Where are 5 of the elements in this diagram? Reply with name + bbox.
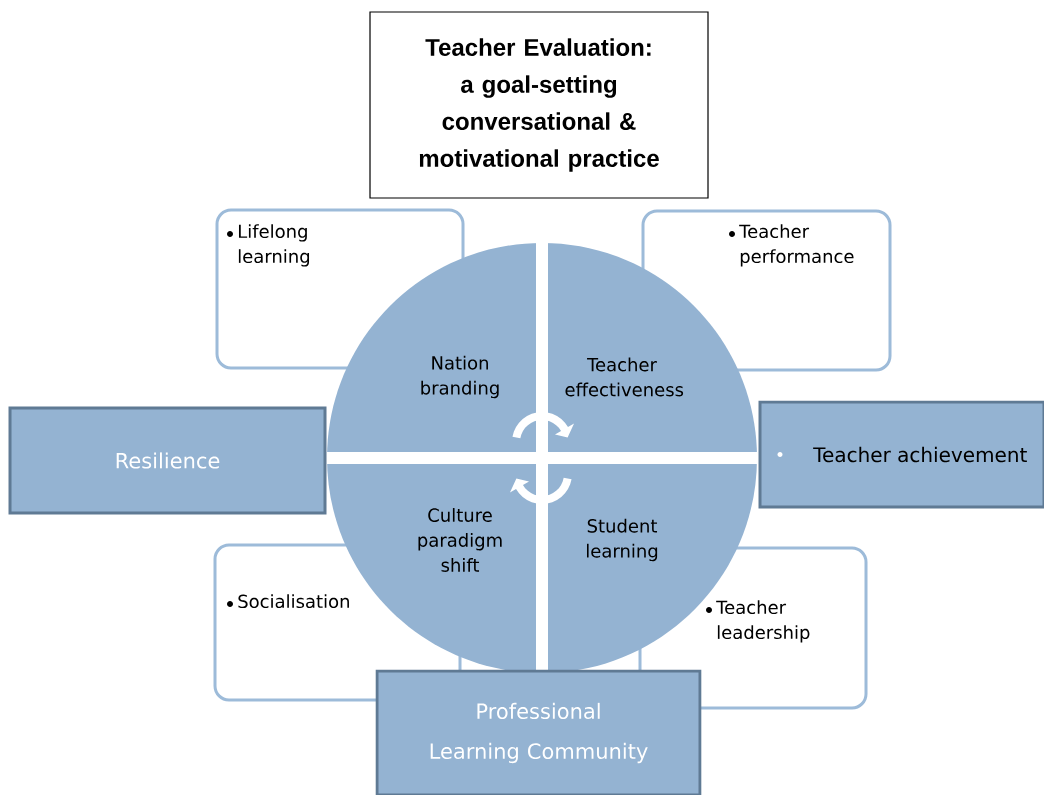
title-box: Teacher Evaluation: a goal-setting conversational & motivational practice: [369, 11, 709, 199]
circle-quadrant: Nation branding: [327, 243, 542, 458]
label-box: Teacher achievement: [758, 400, 1044, 509]
label-box: Professional Learning Community: [375, 669, 702, 795]
label-box: Resilience: [8, 406, 327, 515]
